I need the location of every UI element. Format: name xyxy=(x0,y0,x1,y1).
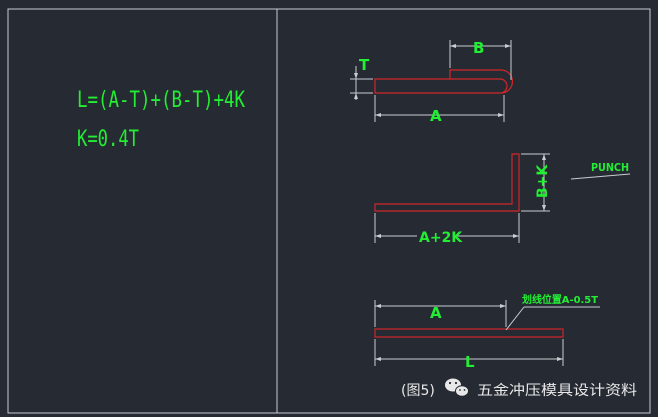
dim-a2k-label-bg xyxy=(417,227,457,243)
dim-l-arrow-left xyxy=(375,357,381,361)
dim-a2k-arrow-left xyxy=(375,234,381,238)
punch-label: PUNCH xyxy=(591,161,629,174)
dim-a2k-label: A+2K xyxy=(419,230,463,246)
dim-t-label: T xyxy=(359,56,370,74)
dim-bk-label: B+K xyxy=(535,164,551,198)
dim-b-arrow-left xyxy=(450,44,456,48)
dim-a-arrow-left xyxy=(375,113,381,117)
dim-l-label: L xyxy=(465,353,475,371)
dim-b-label: B xyxy=(473,39,484,57)
dim-t-arrow-top xyxy=(354,73,358,79)
dim-bk-arrow-bottom xyxy=(542,205,546,211)
mark-leader xyxy=(505,306,525,331)
dim-a-arrow-right xyxy=(498,113,504,117)
dim-a3-label: A xyxy=(430,304,442,322)
punch-leader xyxy=(570,173,631,180)
l-bend-part-outline xyxy=(374,153,520,212)
dim-a3-arrow-left xyxy=(375,304,381,308)
dim-l-arrow-right xyxy=(557,357,563,361)
figure-1: T B A xyxy=(350,39,514,125)
dim-a3-arrow-right xyxy=(500,304,506,308)
mark-position-label: 划线位置A-0.5T xyxy=(522,293,598,306)
dim-a-label: A xyxy=(430,107,442,125)
brand-name: 五金冲压模具设计资料 xyxy=(477,383,637,399)
caption: (图5) 五金冲压模具设计资料 xyxy=(401,378,637,399)
wechat-icon xyxy=(445,378,469,397)
figure-2: B+K PUNCH A+2K xyxy=(374,153,631,246)
dim-b-arrow-right xyxy=(505,44,511,48)
drawing-frame xyxy=(7,8,651,414)
flat-blank-outline xyxy=(374,328,564,338)
dim-bk-arrow-top xyxy=(542,154,546,160)
dim-a2k-arrow-right xyxy=(513,234,519,238)
hem-part-outline xyxy=(374,69,514,94)
formula-line-1: L=(A-T)+(B-T)+4K xyxy=(77,88,246,113)
figure-label: (图5) xyxy=(401,383,435,399)
dim-t-arrow-bottom xyxy=(354,93,358,99)
figure-3: A 划线位置A-0.5T L xyxy=(374,293,600,371)
formula-line-2: K=0.4T xyxy=(77,127,139,152)
